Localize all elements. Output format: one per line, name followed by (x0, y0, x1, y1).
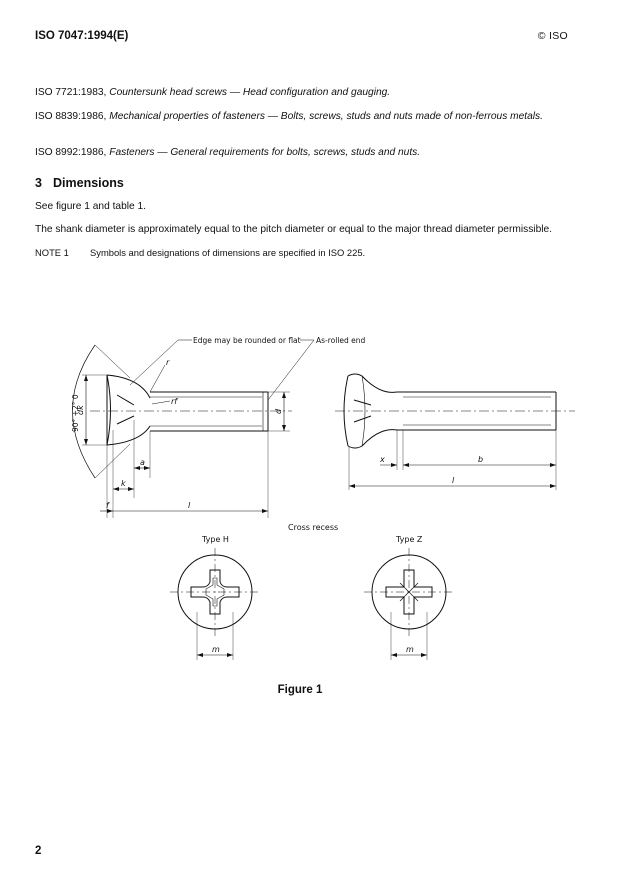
reference-item: ISO 8839:1986, Mechanical properties of … (35, 110, 565, 124)
page-number: 2 (35, 845, 42, 857)
screw-head-left (106, 374, 151, 446)
angle-arc (72, 344, 96, 479)
section-heading: 3 Dimensions (35, 176, 124, 190)
standard-designation: ISO 7047:1994(E) (35, 30, 129, 42)
reference-code: ISO 8839:1986, (35, 111, 107, 122)
section-number: 3 (35, 176, 42, 190)
d-label: d (274, 408, 283, 414)
note-label: NOTE 1 (35, 247, 69, 258)
x-label: x (379, 455, 385, 464)
end-callout-leader (267, 339, 315, 401)
reference-title: Countersunk head screws — Head configura… (109, 87, 391, 98)
screw-shank-left (150, 391, 269, 432)
screw-shank-right (397, 391, 557, 431)
reference-item: ISO 7721:1983, Countersunk head screws —… (35, 86, 565, 100)
edge-callout-text: Edge may be rounded or flat (193, 336, 301, 345)
copyright-mark: © ISO (537, 30, 568, 42)
screw-head-right (343, 373, 398, 449)
screw-drawing: Edge may be rounded or flat As-rolled en… (71, 336, 575, 660)
reference-title: Fasteners — General requirements for bol… (109, 147, 421, 158)
paragraph: See figure 1 and table 1. (35, 201, 147, 212)
edge-callout-leader (129, 339, 179, 386)
l-label-left: l (188, 501, 191, 510)
cross-recess-title: Cross recess (288, 523, 338, 532)
end-callout-text: As-rolled end (316, 336, 366, 345)
m-label-h: m (212, 645, 220, 654)
section-title: Dimensions (53, 176, 124, 190)
l-label-right: l (452, 476, 455, 485)
rf-label: rf (171, 397, 178, 406)
dk-label: dk (76, 405, 85, 415)
cross-recess-type-z (364, 548, 454, 636)
paragraph: The shank diameter is approximately equa… (35, 224, 552, 235)
note: NOTE 1 Symbols and designations of dimens… (35, 247, 365, 258)
type-h-label: Type H (201, 535, 229, 544)
note-text: Symbols and designations of dimensions a… (90, 247, 366, 258)
reference-title: Mechanical properties of fasteners — Bol… (109, 111, 543, 122)
b-label: b (478, 455, 483, 464)
type-z-label: Type Z (395, 535, 423, 544)
angle-label: 90° +2° 0 (71, 394, 80, 432)
cross-recess-type-h (170, 548, 260, 636)
a-label: a (140, 458, 145, 467)
k-label: k (121, 479, 126, 488)
reference-item: ISO 8992:1986, Fasteners — General requi… (35, 146, 565, 160)
figure-caption: Figure 1 (277, 684, 323, 696)
figure-1: Edge may be rounded or flat As-rolled en… (0, 318, 600, 683)
reference-code: ISO 7721:1983, (35, 87, 107, 98)
m-label-z: m (406, 645, 414, 654)
r-label: r (166, 358, 170, 367)
f-label: f (106, 501, 110, 510)
reference-code: ISO 8992:1986, (35, 147, 107, 158)
